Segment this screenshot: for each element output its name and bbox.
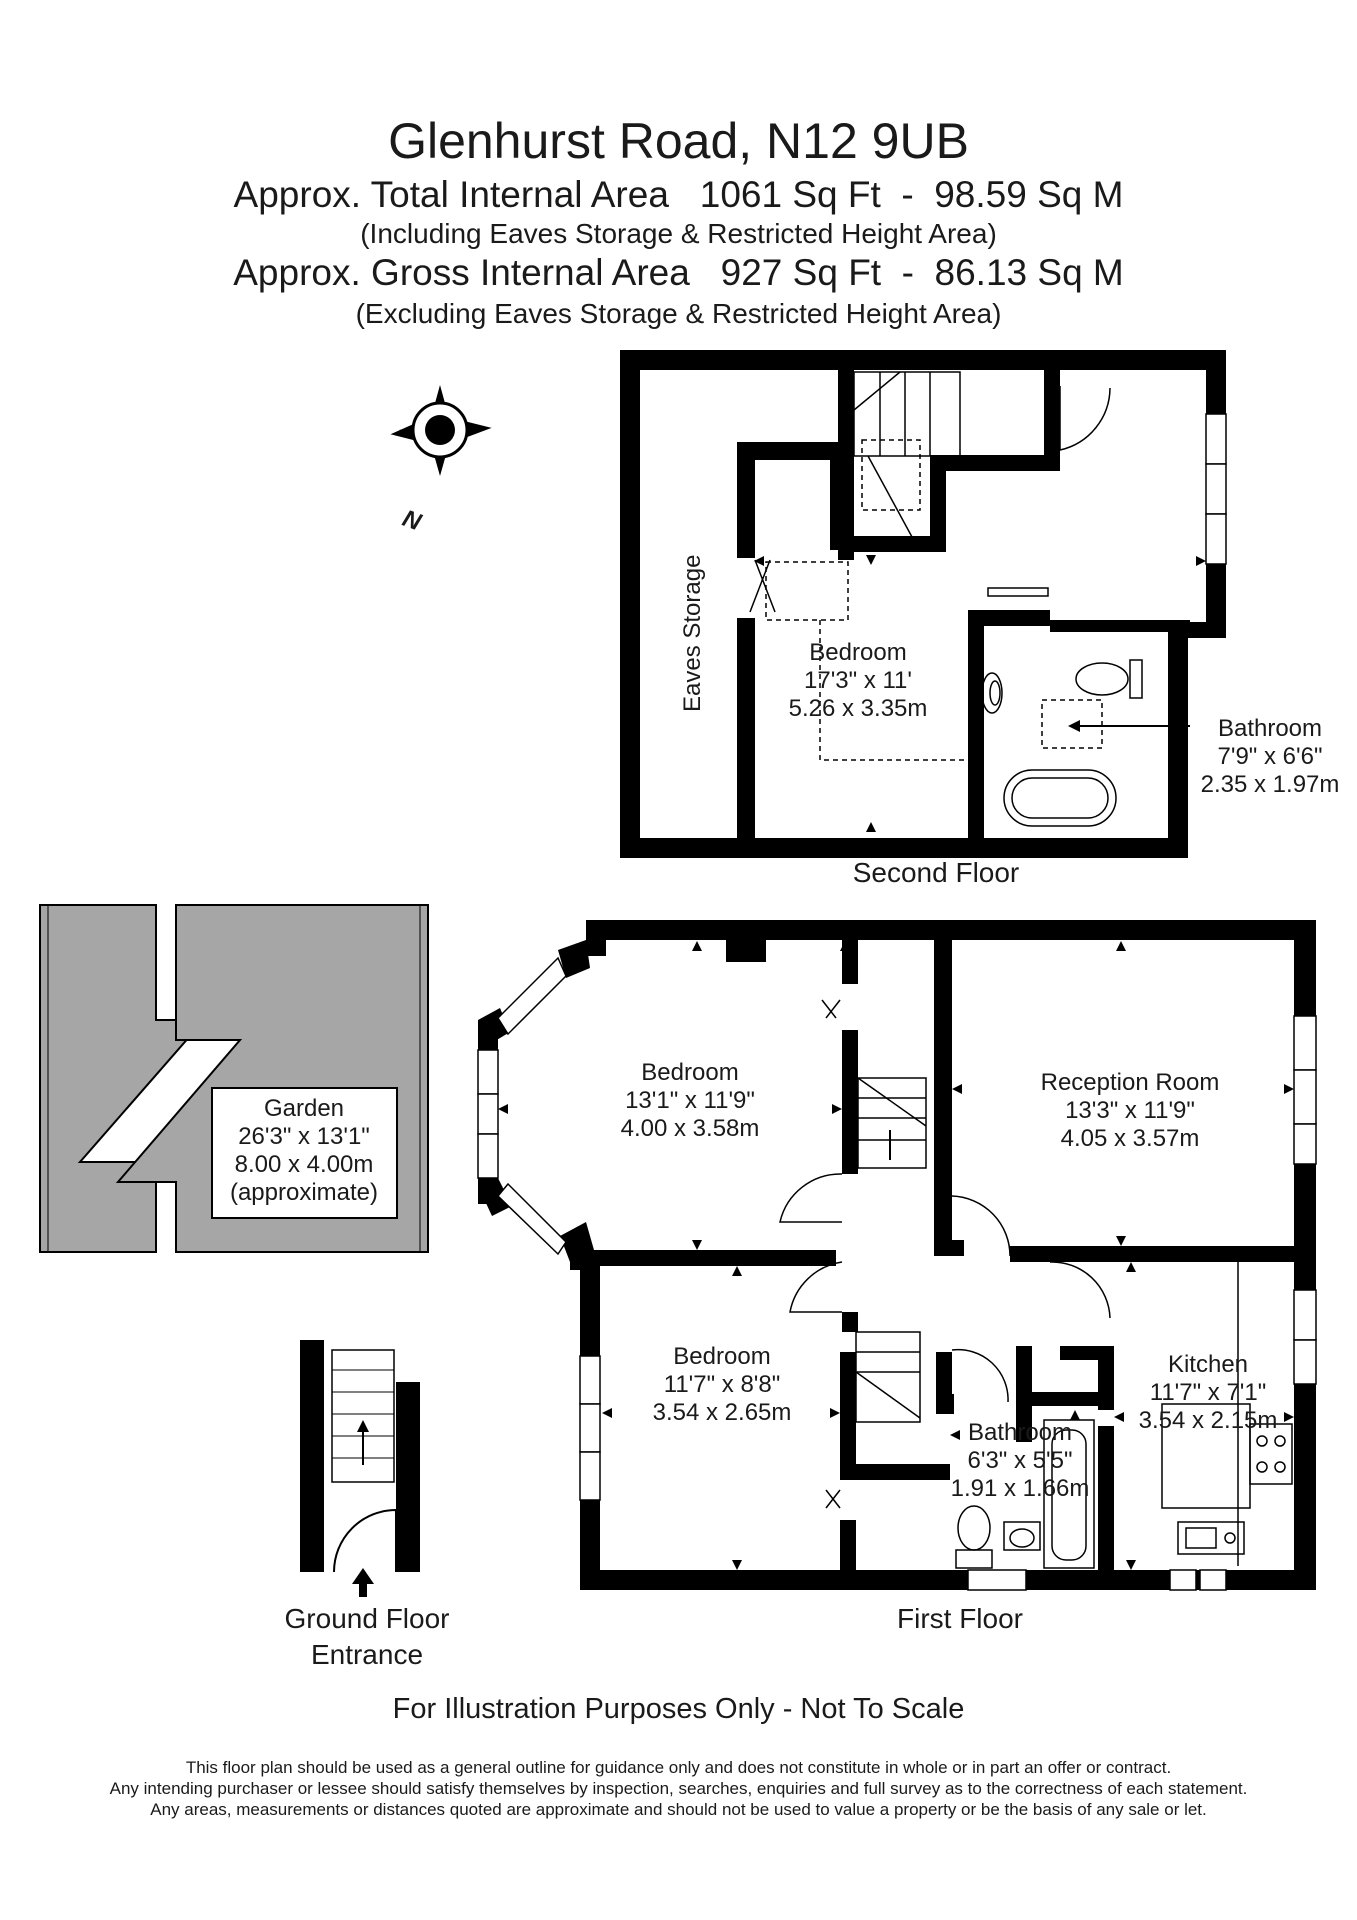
rear-bedroom-metric: 3.54 x 2.65m — [653, 1399, 792, 1426]
ground-floor-label: Ground Floor — [285, 1603, 450, 1634]
second-floor-label: Second Floor — [853, 857, 1020, 888]
compass-rose-icon: N — [390, 385, 492, 537]
total-internal-area: Approx. Total Internal Area 1061 Sq Ft -… — [233, 174, 1124, 215]
first-floor-fixtures — [477, 956, 1317, 1591]
second-floor-bedroom-name: Bedroom — [809, 639, 906, 666]
second-floor-bathroom-name: Bathroom — [1218, 715, 1322, 742]
reception-room-imperial: 13'3" x 11'9" — [1065, 1097, 1195, 1124]
garden-name: Garden — [264, 1095, 344, 1122]
first-floor-label: First Floor — [897, 1603, 1023, 1634]
second-floor-arrows — [754, 555, 1206, 832]
rear-bedroom-name: Bedroom — [673, 1343, 770, 1370]
entrance-arrow-icon — [352, 1568, 374, 1584]
legal-text-line: Any areas, measurements or distances quo… — [150, 1800, 1207, 1819]
gross-area-note: (Excluding Eaves Storage & Restricted He… — [355, 298, 1002, 329]
second-floor-bedroom-metric: 5.26 x 3.35m — [789, 695, 928, 722]
front-bedroom-metric: 4.00 x 3.58m — [621, 1115, 760, 1142]
first-floor-arrows — [498, 941, 1294, 1570]
kitchen-imperial: 11'7" x 7'1" — [1150, 1379, 1267, 1406]
garden-note: (approximate) — [230, 1179, 378, 1206]
ground-floor-entrance-plan — [300, 1340, 420, 1597]
front-bedroom-name: Bedroom — [641, 1059, 738, 1086]
first-floor-bathroom-name: Bathroom — [968, 1419, 1072, 1446]
second-floor-bathroom-imperial: 7'9" x 6'6" — [1218, 743, 1323, 770]
second-floor-bathroom-metric: 2.35 x 1.97m — [1201, 771, 1340, 798]
legal-text-line: Any intending purchaser or lessee should… — [109, 1779, 1248, 1798]
scale-disclaimer: For Illustration Purposes Only - Not To … — [392, 1693, 965, 1725]
reception-room-name: Reception Room — [1041, 1069, 1220, 1096]
reception-room-metric: 4.05 x 3.57m — [1061, 1125, 1200, 1152]
garden-imperial: 26'3" x 13'1" — [238, 1123, 370, 1150]
kitchen-name: Kitchen — [1168, 1351, 1248, 1378]
garden-metric: 8.00 x 4.00m — [235, 1151, 374, 1178]
entrance-label: Entrance — [311, 1639, 423, 1670]
second-floor-bedroom-imperial: 17'3" x 11' — [804, 667, 912, 694]
second-floor-fixtures — [749, 371, 1227, 827]
eaves-storage-label: Eaves Storage — [679, 555, 706, 712]
rear-bedroom-imperial: 11'7" x 8'8" — [664, 1371, 781, 1398]
garden-plan — [39, 904, 429, 1253]
gross-internal-area: Approx. Gross Internal Area 927 Sq Ft - … — [233, 252, 1124, 293]
first-floor-bathroom-imperial: 6'3" x 5'5" — [968, 1447, 1073, 1474]
first-floor-bathroom-metric: 1.91 x 1.66m — [951, 1475, 1090, 1502]
second-floor-plan — [620, 350, 1226, 858]
kitchen-metric: 3.54 x 2.15m — [1139, 1407, 1278, 1434]
legal-text-line: This floor plan should be used as a gene… — [185, 1758, 1172, 1777]
plan-title: Glenhurst Road, N12 9UB — [388, 113, 969, 169]
total-area-note: (Including Eaves Storage & Restricted He… — [360, 218, 997, 249]
compass-north-label: N — [399, 505, 425, 537]
front-bedroom-imperial: 13'1" x 11'9" — [625, 1087, 755, 1114]
first-floor-plan — [478, 920, 1316, 1590]
